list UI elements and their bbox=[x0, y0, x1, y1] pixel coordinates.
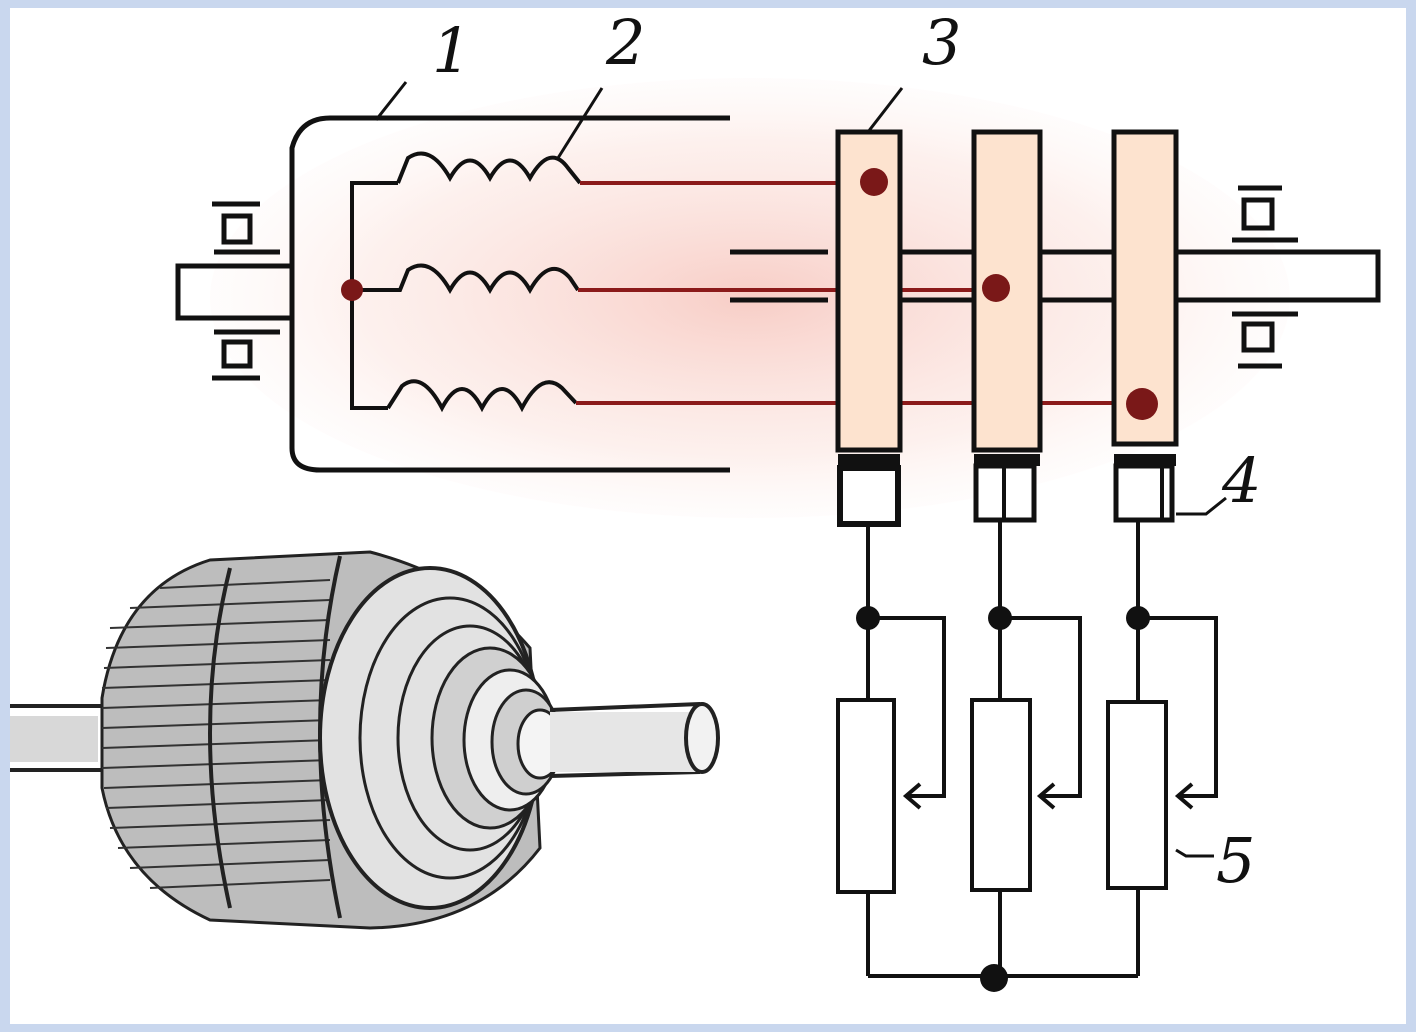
right-bearing-bottom bbox=[1232, 311, 1298, 369]
wound-rotor-diagram: 1 2 3 4 5 bbox=[10, 8, 1381, 992]
leader-lines bbox=[374, 81, 1227, 858]
label-rheostat: 5 bbox=[1216, 824, 1255, 897]
brushes bbox=[837, 454, 1176, 527]
winding-phase-3 bbox=[386, 379, 578, 413]
star-point-node bbox=[341, 279, 363, 301]
ring-contact-2 bbox=[982, 274, 1010, 302]
rheostat-2 bbox=[970, 698, 1032, 892]
label-winding: 2 bbox=[605, 8, 645, 79]
brush-1 bbox=[837, 465, 901, 527]
left-shaft bbox=[175, 263, 292, 321]
rheostat-nodes bbox=[856, 606, 1150, 992]
ring-contact-3 bbox=[1126, 388, 1158, 420]
winding-phase-2 bbox=[352, 263, 580, 295]
left-bearing-top bbox=[212, 201, 280, 255]
label-slip-ring: 3 bbox=[922, 8, 961, 79]
diagram-frame: 1 2 3 4 5 bbox=[10, 8, 1406, 1024]
rotor-3d-sketch bbox=[10, 550, 720, 930]
label-rotor-core: 1 bbox=[432, 14, 471, 87]
label-brush: 4 bbox=[1221, 444, 1261, 517]
rotor-core bbox=[289, 115, 730, 473]
winding-phase-1 bbox=[396, 151, 582, 185]
rotor-hatching bbox=[101, 579, 331, 889]
right-shaft bbox=[730, 249, 1381, 303]
left-bearing-bottom bbox=[212, 329, 280, 381]
right-bearing-top bbox=[1232, 185, 1298, 243]
rheostat-circuit bbox=[836, 520, 1218, 978]
rheostat-1 bbox=[836, 698, 896, 894]
slip-ring-3 bbox=[1111, 129, 1179, 447]
ring-contact-1 bbox=[860, 168, 888, 196]
rheostat-3 bbox=[1106, 700, 1168, 890]
